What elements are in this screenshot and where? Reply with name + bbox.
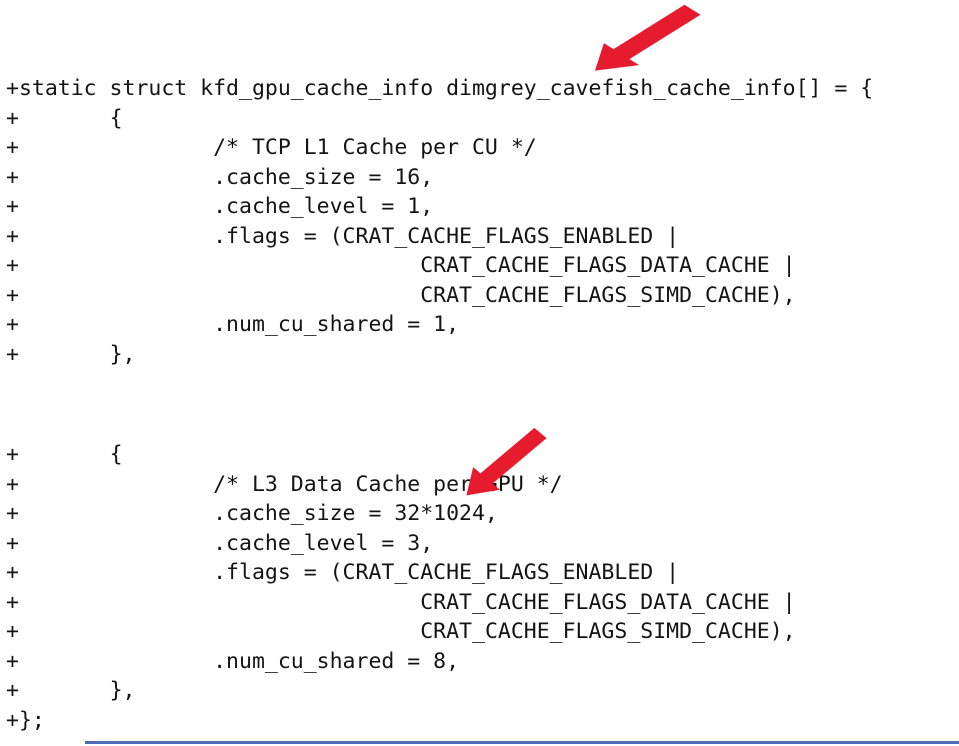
diff-code-block-l3: + { + /* L3 Data Cache per GPU */ + .cac… <box>6 442 796 733</box>
diff-code-block-tcp-l1: +static struct kfd_gpu_cache_info dimgre… <box>6 76 874 367</box>
red-arrow-shape <box>595 4 701 71</box>
red-arrow-icon-cavefish <box>595 4 701 71</box>
bottom-underline <box>85 741 959 744</box>
